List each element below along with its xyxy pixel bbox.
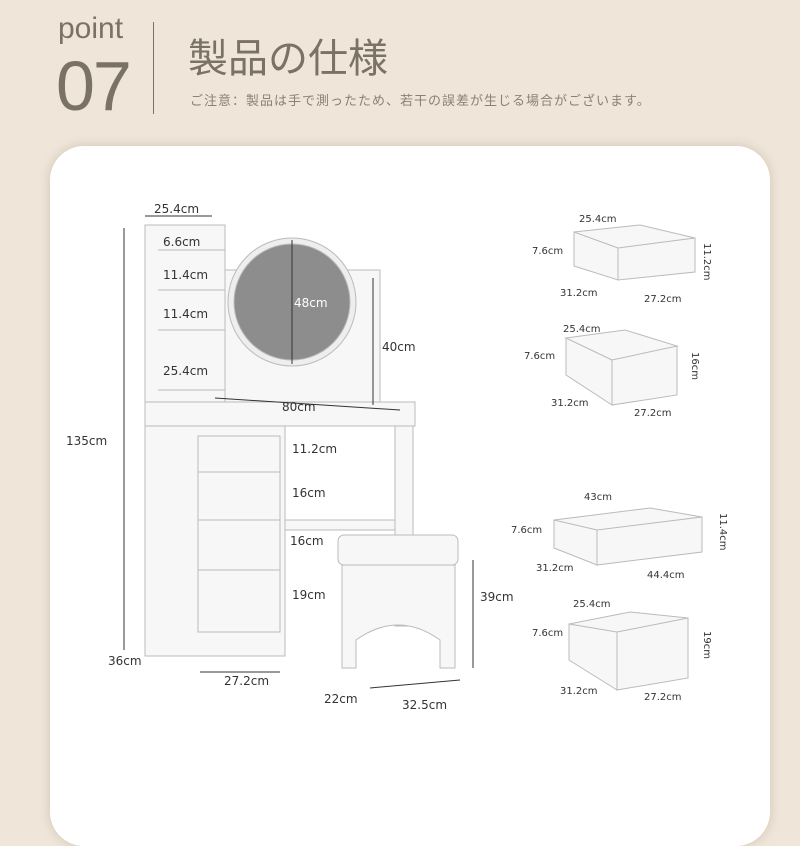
top-drawer-label: 11.2cm (292, 442, 338, 456)
drawer-height-label: 16cm (689, 352, 700, 380)
drawer-front-label: 44.4cm (647, 570, 685, 581)
drawer-front-label: 27.2cm (634, 408, 672, 419)
drawer-depth-label: 31.2cm (536, 563, 574, 574)
mirror-stand-label: 40cm (382, 340, 416, 354)
drawer-height-label: 19cm (701, 631, 712, 659)
drawer-depth-label: 31.2cm (551, 398, 589, 409)
shelf-3-label: 11.4cm (163, 307, 209, 321)
shelf-2-label: 11.4cm (163, 268, 209, 282)
drawer-height-label: 11.4cm (717, 513, 728, 551)
drawer-side-label: 7.6cm (532, 246, 564, 257)
drawer-back-label: 25.4cm (573, 599, 611, 610)
stool-depth-label: 22cm (324, 692, 358, 706)
drawer-height-label: 11.2cm (701, 243, 712, 281)
shelf-4-label: 25.4cm (163, 364, 209, 378)
desk-width-label: 80cm (282, 400, 316, 414)
drawer-4-label: 19cm (292, 588, 326, 602)
stool (337, 534, 459, 566)
stool-height-label: 39cm (480, 590, 514, 604)
desk-top (144, 401, 416, 427)
depth-label: 36cm (108, 654, 142, 668)
drawer-3-label: 16cm (290, 534, 324, 548)
point-label: point (58, 12, 124, 45)
drawer-images (553, 224, 703, 691)
total-height-label: 135cm (66, 434, 108, 448)
drawer-back-label: 25.4cm (563, 324, 601, 335)
divider (153, 22, 154, 114)
cabinet-width-label: 27.2cm (224, 674, 270, 688)
drawer-back-label: 43cm (584, 492, 612, 503)
drawer-back-label: 25.4cm (579, 214, 617, 225)
mirror-label: 48cm (294, 296, 328, 310)
drawer-side-label: 7.6cm (524, 351, 556, 362)
drawer-depth-label: 31.2cm (560, 686, 598, 697)
product-drawing (123, 215, 703, 691)
shelf-1-label: 6.6cm (163, 235, 201, 249)
drawer-side-label: 7.6cm (511, 525, 543, 536)
measurement-note: ご注意：製品は手で測ったため、若干の誤差が生じる場合がございます。 (190, 94, 651, 109)
drawer-front-label: 27.2cm (644, 692, 682, 703)
stool-width-label: 32.5cm (402, 698, 448, 712)
drawer-2-label: 16cm (292, 486, 326, 500)
point-number: 07 (56, 47, 132, 125)
shelf-width-label: 25.4cm (154, 202, 200, 216)
drawer-front-label: 27.2cm (644, 294, 682, 305)
drawer-depth-label: 31.2cm (560, 288, 598, 299)
page-title: 製品の仕様 (188, 36, 388, 82)
drawer-side-label: 7.6cm (532, 628, 564, 639)
